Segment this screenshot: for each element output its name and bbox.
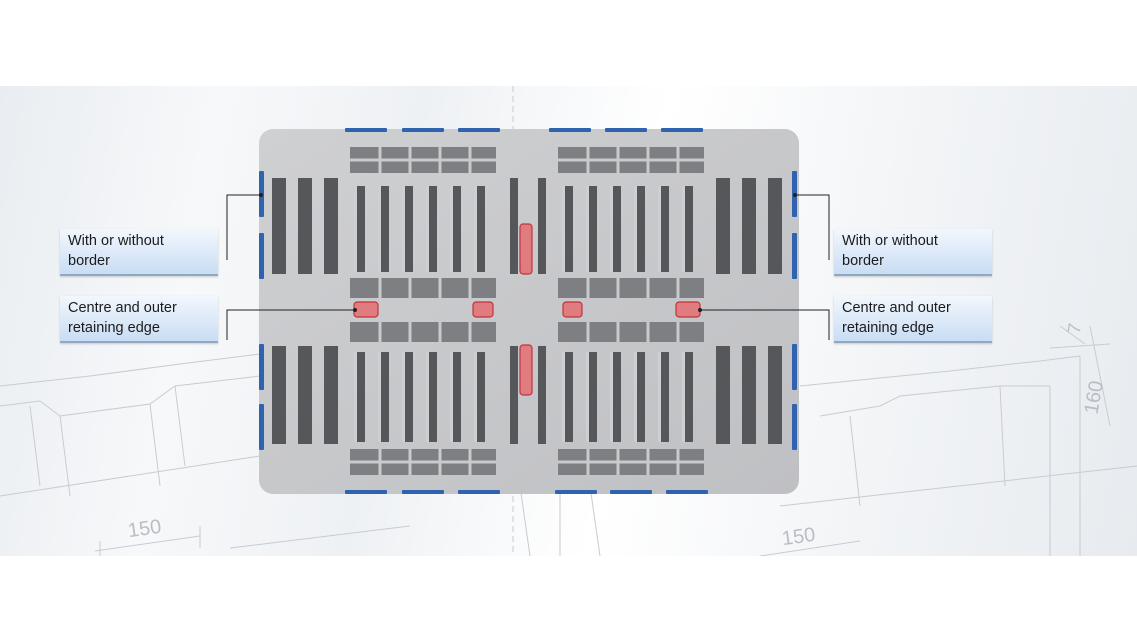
border-markers (259, 128, 797, 494)
technical-drawing-lines (0, 86, 1137, 556)
leader-lines (226, 194, 830, 340)
callout-left-retaining-edge: Centre and outer retaining edge (60, 296, 218, 343)
callout-left-border: With or without border (60, 229, 218, 276)
pallet-slots (272, 178, 782, 444)
callout-right-retaining-edge: Centre and outer retaining edge (834, 296, 992, 343)
callout-right-border: With or without border (834, 229, 992, 276)
